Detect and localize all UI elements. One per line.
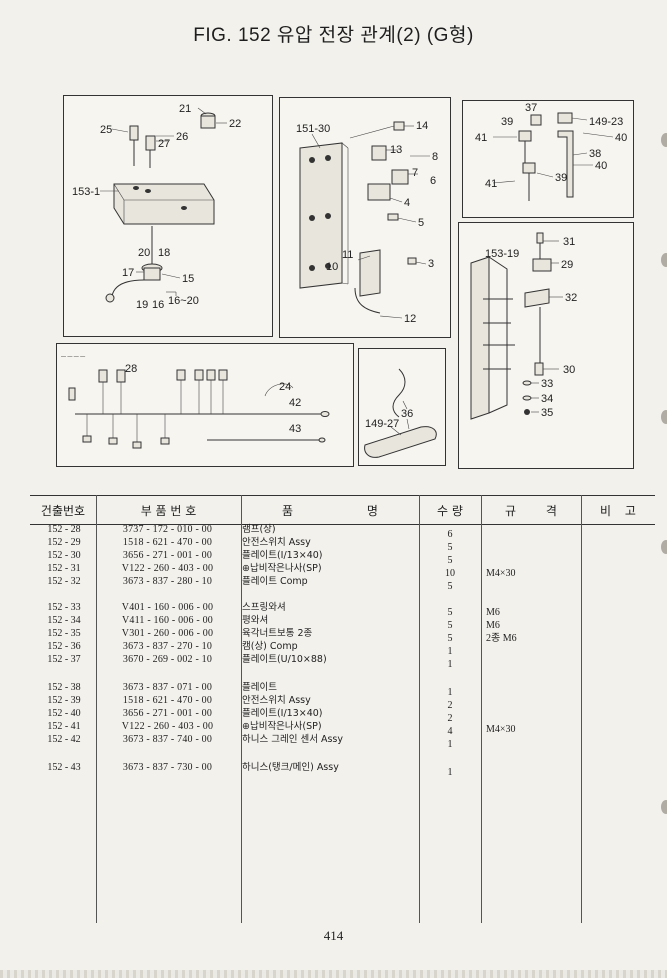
exploded-view-lamp-plate: 153-19 31 29 32 30 33 34 35 (470, 232, 577, 420)
callout-38: 38 (589, 148, 601, 160)
svg-text:― ― ― ―: ― ― ― ― (61, 354, 85, 360)
callout-153-19: 153-19 (485, 248, 519, 260)
diagram-panel-2: 151-30 14 13 8 7 6 4 5 11 10 3 12 (279, 97, 451, 338)
callout-15: 15 (182, 273, 194, 285)
callout-7: 7 (412, 167, 418, 179)
callout-16-20: 16~20 (168, 295, 199, 307)
callout-36: 36 (401, 408, 413, 420)
callout-40-top: 40 (615, 132, 627, 144)
callout-26: 26 (176, 131, 188, 143)
diagram-panel-6: 36 149-27 (358, 348, 446, 466)
callout-40-bottom: 40 (595, 160, 607, 172)
callout-10: 10 (326, 261, 338, 273)
callout-149-23: 149-23 (589, 116, 623, 128)
callout-11: 11 (342, 249, 353, 261)
callout-37: 37 (525, 102, 537, 114)
header-spec: 규 격 (505, 504, 557, 518)
callout-24: 24 (279, 381, 291, 393)
callout-151-30: 151-30 (296, 123, 330, 135)
callout-31: 31 (563, 236, 575, 248)
callout-5: 5 (418, 217, 424, 229)
header-part-name: 품 명 (282, 504, 378, 518)
callout-25: 25 (100, 124, 112, 136)
callout-35: 35 (541, 407, 553, 419)
diagram-panel-5: ― ― ― ― 28 24 42 43 (56, 343, 354, 467)
callout-6: 6 (430, 175, 436, 187)
callout-17: 17 (122, 267, 134, 279)
callout-32: 32 (565, 292, 577, 304)
callout-8: 8 (432, 151, 438, 163)
callout-41-top: 41 (475, 132, 487, 144)
wiring-harness-diagram: ― ― ― ― 28 24 42 43 (61, 354, 330, 449)
callout-4: 4 (404, 197, 410, 209)
diagram-panel-4: 153-19 31 29 32 30 33 34 35 (458, 222, 634, 469)
header-ref: 건출번호 (40, 504, 86, 518)
header-qty: 수 량 (437, 504, 463, 518)
scan-edge (0, 970, 667, 978)
callout-14: 14 (416, 120, 428, 132)
callout-21: 21 (179, 103, 191, 115)
callout-19: 19 (136, 299, 148, 311)
callout-27: 27 (158, 138, 170, 150)
callout-16: 16 (152, 299, 164, 311)
callout-29: 29 (561, 259, 573, 271)
callout-149-27: 149-27 (365, 418, 399, 430)
header-part-number: 부 품 번 호 (140, 504, 197, 518)
callout-153-1: 153-1 (72, 186, 100, 198)
callout-39-bottom: 39 (555, 172, 567, 184)
exploded-view-sensor-bracket: 21 22 25 27 26 153-1 20 18 17 15 19 16 1… (72, 103, 241, 311)
callout-28: 28 (125, 363, 137, 375)
callout-3: 3 (428, 258, 434, 270)
callout-18: 18 (158, 247, 170, 259)
callout-12: 12 (404, 313, 416, 325)
diagram-panel-3: 37 149-23 39 41 40 38 40 41 39 (462, 100, 634, 218)
callout-33: 33 (541, 378, 553, 390)
diagram-panel-1: 21 22 25 27 26 153-1 20 18 17 15 19 16 1… (63, 95, 273, 337)
callout-34: 34 (541, 393, 553, 405)
callout-20: 20 (138, 247, 150, 259)
callout-13: 13 (390, 144, 402, 156)
callout-43: 43 (289, 423, 301, 435)
callout-22: 22 (229, 118, 241, 130)
page-number: 414 (323, 928, 344, 943)
exploded-view-mounting-plate: 151-30 14 13 8 7 6 4 5 11 10 3 12 (296, 120, 438, 325)
callout-41-bottom: 41 (485, 178, 497, 190)
page-title: FIG. 152 유압 전장 관계(2) (G형) (193, 25, 474, 46)
exploded-view-cam: 36 149-27 (364, 368, 437, 458)
callout-42: 42 (289, 397, 301, 409)
callout-30: 30 (563, 364, 575, 376)
callout-39-top: 39 (501, 116, 513, 128)
table-header: 건출번호 부 품 번 호 품 명 수 량 규 격 비 고 (30, 495, 655, 525)
header-remark: 비 고 (600, 504, 636, 518)
exploded-view-safety-switch: 37 149-23 39 41 40 38 40 41 39 (475, 102, 627, 201)
